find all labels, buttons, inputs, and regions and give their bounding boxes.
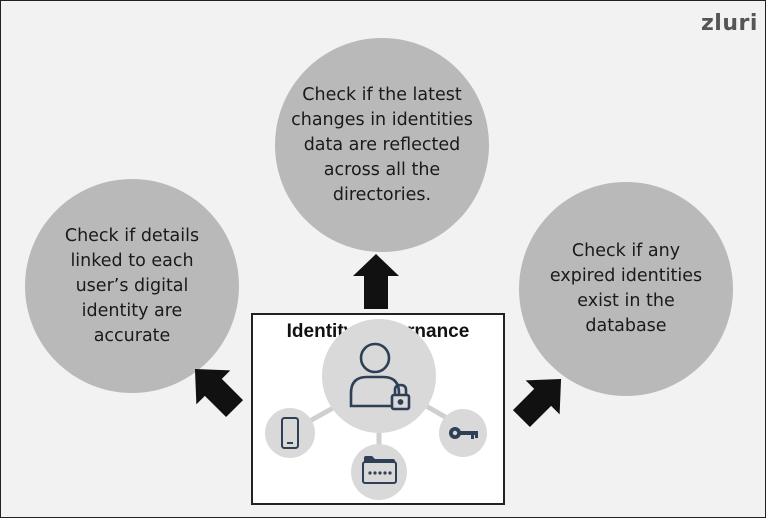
bubble-latest-changes: Check if the latest changes in identitie… (275, 38, 489, 252)
key-icon (449, 427, 478, 439)
bubble-details-accurate-text: Check if details linked to each user’s d… (64, 225, 200, 346)
bubble-expired-identities-text: Check if any expired identities exist in… (549, 241, 703, 336)
bubble-latest-changes-text: Check if the latest changes in identitie… (291, 84, 473, 205)
arrow-up-left (194, 368, 244, 418)
zluri-logo: zluri (701, 11, 758, 36)
user-lock-icon (349, 342, 411, 411)
arrow-up-right (512, 378, 562, 428)
password-field-icon (362, 456, 397, 484)
bubble-expired-identities: Check if any expired identities exist in… (519, 182, 733, 396)
mobile-phone-icon (281, 417, 299, 449)
arrow-up (353, 254, 399, 309)
bubble-details-accurate: Check if details linked to each user’s d… (25, 179, 239, 393)
